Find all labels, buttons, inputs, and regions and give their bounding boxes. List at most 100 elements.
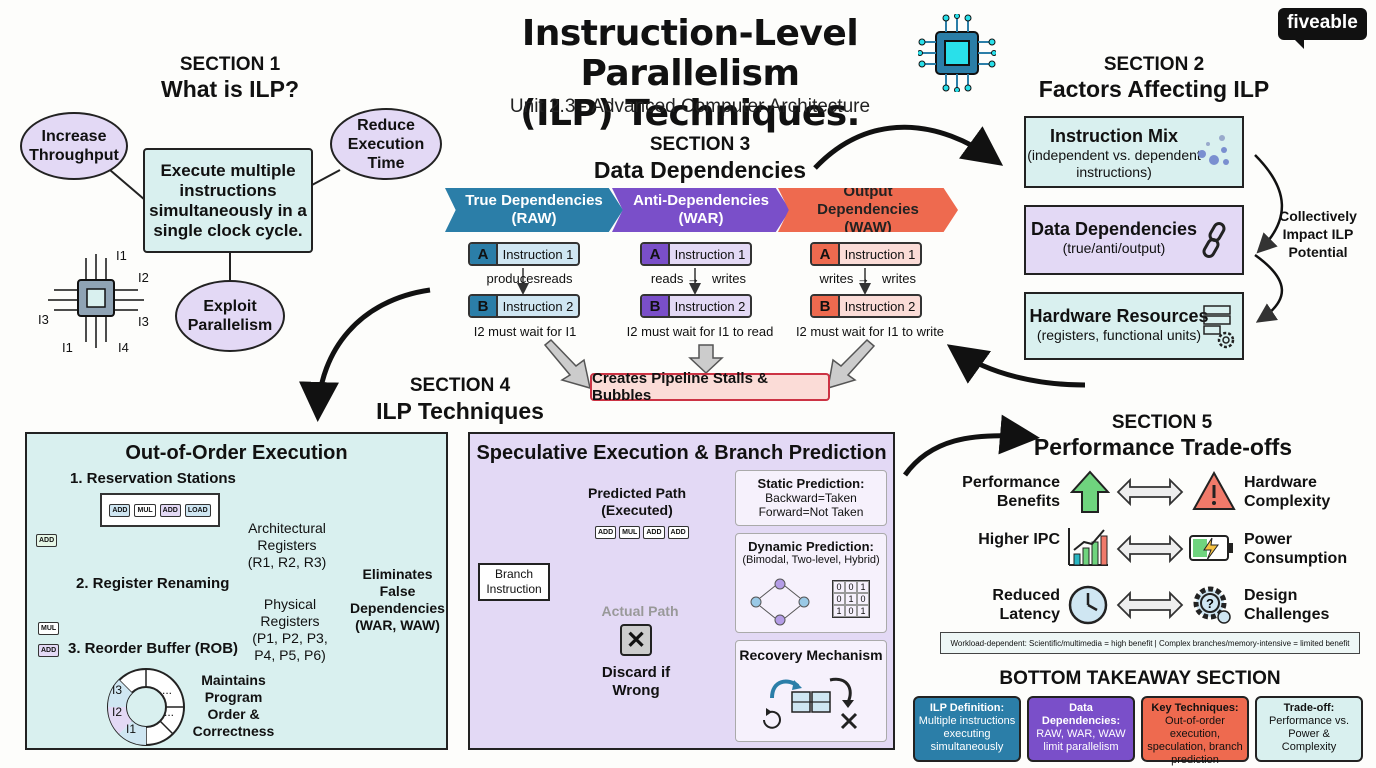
waw-i2-label: Instruction 2	[844, 298, 916, 314]
waw-instruction-2: B Instruction 2	[810, 294, 922, 318]
page-title: Instruction-Level Parallelism (ILP) Tech…	[430, 14, 950, 134]
dep-waw-header: Output Dependencies (WAW)	[778, 188, 958, 232]
maintains-order-text: Maintains Program Order & Correctness	[192, 672, 275, 739]
physical-registers: Physical Registers (P1, P2, P3, P4, P5, …	[240, 596, 340, 664]
raw-a-letter: A	[470, 244, 498, 264]
section4-title: ILP Techniques	[376, 398, 544, 424]
rs-chip: MUL	[134, 503, 156, 517]
war-i2-label: Instruction 2	[674, 298, 746, 314]
section5-label: SECTION 5	[1111, 412, 1213, 433]
state-machine-icon	[750, 578, 810, 626]
dep-raw-header: True Dependencies (RAW)	[445, 188, 623, 232]
recovery-icon	[763, 677, 858, 730]
architectural-registers: Architectural Registers (R1, R2, R3)	[232, 520, 342, 571]
predicted-path-label: Predicted Path (Executed)	[587, 485, 687, 518]
takeaway-card-deps: Data Dependencies: RAW, WAR, WAW limit p…	[1027, 696, 1135, 762]
factor-title: Hardware Resources	[1029, 306, 1209, 326]
takeaway-card-techniques: Key Techniques: Out-of-order execution, …	[1141, 696, 1249, 766]
ooo-step-1: 1. Reservation Stations	[70, 470, 236, 487]
bubble-increase-throughput: Increase Throughput	[20, 112, 128, 180]
reservation-station-rack: ADD MUL ADD LOAD	[100, 493, 220, 527]
war-instruction-1: A Instruction 1	[640, 242, 752, 266]
title-line-2: (ILP) Techniques.	[520, 93, 860, 134]
discard-if-wrong-text: Discard if Wrong	[601, 664, 671, 699]
section3-title: Data Dependencies	[593, 157, 807, 183]
tradeoff-right-3: Design Challenges	[1244, 587, 1330, 623]
recovery-mechanism-box: Recovery Mechanism	[735, 640, 887, 742]
ilp-definition-box: Execute multiple instructions simultaneo…	[143, 148, 313, 253]
chain-link-icon	[1202, 222, 1226, 258]
war-instruction-2: B Instruction 2	[640, 294, 752, 318]
takeaway-body: Multiple instructions executing simultan…	[918, 715, 1016, 753]
factor-desc: (true/anti/output)	[1062, 240, 1166, 256]
chip-label-i4: I4	[118, 340, 129, 355]
static-prediction-line1: Backward=Taken	[765, 491, 857, 505]
arch-reg-list: (R1, R2, R3)	[247, 554, 327, 570]
server-gear-icon	[1203, 305, 1235, 349]
factor-instruction-mix: Instruction Mix (independent vs. depende…	[1024, 116, 1244, 188]
factor-title: Data Dependencies	[1030, 219, 1198, 239]
table-cell: 0	[845, 581, 857, 593]
bubble-reduce-execution-time: Reduce Execution Time	[330, 108, 442, 180]
chip-label-i1-bottom: I1	[62, 340, 73, 355]
factor-data-dependencies: Data Dependencies (true/anti/output)	[1024, 205, 1244, 275]
war-b-letter: B	[642, 296, 670, 316]
actual-path-label: Actual Path	[601, 603, 679, 619]
arch-reg-title: Architectural Registers	[248, 520, 326, 553]
section2-title: Factors Affecting ILP	[1038, 76, 1270, 102]
brand-logo: fiveable	[1278, 8, 1367, 49]
side-chip-mul: MUL	[38, 622, 60, 635]
tradeoff-left-3: Reduced Latency	[992, 587, 1060, 623]
waw-a-letter: A	[812, 244, 840, 264]
static-prediction-line2: Forward=Not Taken	[758, 505, 864, 519]
chip-label-i3-left: I3	[38, 312, 49, 327]
section3-label: SECTION 3	[649, 134, 751, 155]
recovery-title: Recovery Mechanism	[739, 647, 883, 663]
spec-title: Speculative Execution & Branch Predictio…	[476, 442, 887, 464]
ooo-step-3: 3. Reorder Buffer (ROB)	[68, 640, 239, 657]
takeaway-body: Out-of-order execution, speculation, bra…	[1147, 715, 1243, 766]
side-chip-add: ADD	[36, 534, 58, 547]
dep-war-header: Anti-Dependencies (WAR)	[612, 188, 790, 232]
static-prediction-box: Static Prediction: Backward=Taken Forwar…	[735, 470, 887, 526]
bar-chart-icon	[1068, 528, 1108, 566]
phys-reg-title: Physical Registers	[260, 596, 320, 629]
section4-label: SECTION 4	[409, 375, 511, 396]
tradeoff-left-1: Performance Benefits	[962, 474, 1060, 510]
takeaway-title: BOTTOM TAKEAWAY SECTION	[999, 668, 1281, 689]
ooo-step-2: 2. Register Renaming	[76, 575, 230, 592]
takeaway-head: Trade-off:	[1283, 702, 1335, 714]
chip-label-i1-top: I1	[116, 248, 127, 263]
clock-icon	[1068, 585, 1108, 625]
table-cell: 1	[857, 605, 869, 617]
branch-instruction-box: Branch Instruction	[478, 563, 550, 601]
pred-chip: ADD	[595, 526, 617, 539]
table-cell: 1	[857, 581, 869, 593]
rob-label-i2: I2	[112, 705, 123, 719]
chip-label-i2: I2	[138, 270, 149, 285]
dynamic-prediction-title: Dynamic Prediction:	[748, 539, 874, 554]
waw-b-letter: B	[812, 296, 840, 316]
eliminates-false-deps: Eliminates False Dependencies (WAR, WAW)	[350, 566, 445, 633]
factor-hardware-resources: Hardware Resources (registers, functiona…	[1024, 292, 1244, 360]
raw-b-letter: B	[470, 296, 498, 316]
takeaway-head: Key Techniques:	[1151, 702, 1239, 714]
svg-text:?: ?	[1206, 596, 1214, 611]
section5-title: Performance Trade-offs	[1033, 434, 1293, 460]
waw-flow-left: writes →	[819, 271, 870, 286]
takeaway-card-ilp: ILP Definition: Multiple instructions ex…	[913, 696, 1021, 762]
rs-chip: ADD	[159, 503, 181, 517]
raw-wait-text: I2 must wait for I1	[473, 324, 577, 339]
war-i1-label: Instruction 1	[674, 246, 746, 262]
predicted-path-chips: ADD MUL ADD ADD	[595, 526, 689, 539]
takeaway-head: Data Dependencies:	[1041, 702, 1121, 727]
war-flow-left: reads →	[650, 271, 700, 286]
title-line-1: Instruction-Level Parallelism	[521, 13, 859, 94]
rob-label-dots-2: ...	[164, 705, 175, 719]
battery-icon	[1189, 535, 1233, 561]
pipeline-stalls-box: Creates Pipeline Stalls & Bubbles	[590, 370, 830, 404]
raw-i2-label: Instruction 2	[502, 298, 574, 314]
static-prediction-title: Static Prediction:	[757, 476, 865, 491]
chip-label-i3-right: I3	[138, 314, 149, 329]
waw-wait-text: I2 must wait for I1 to write	[795, 324, 945, 339]
